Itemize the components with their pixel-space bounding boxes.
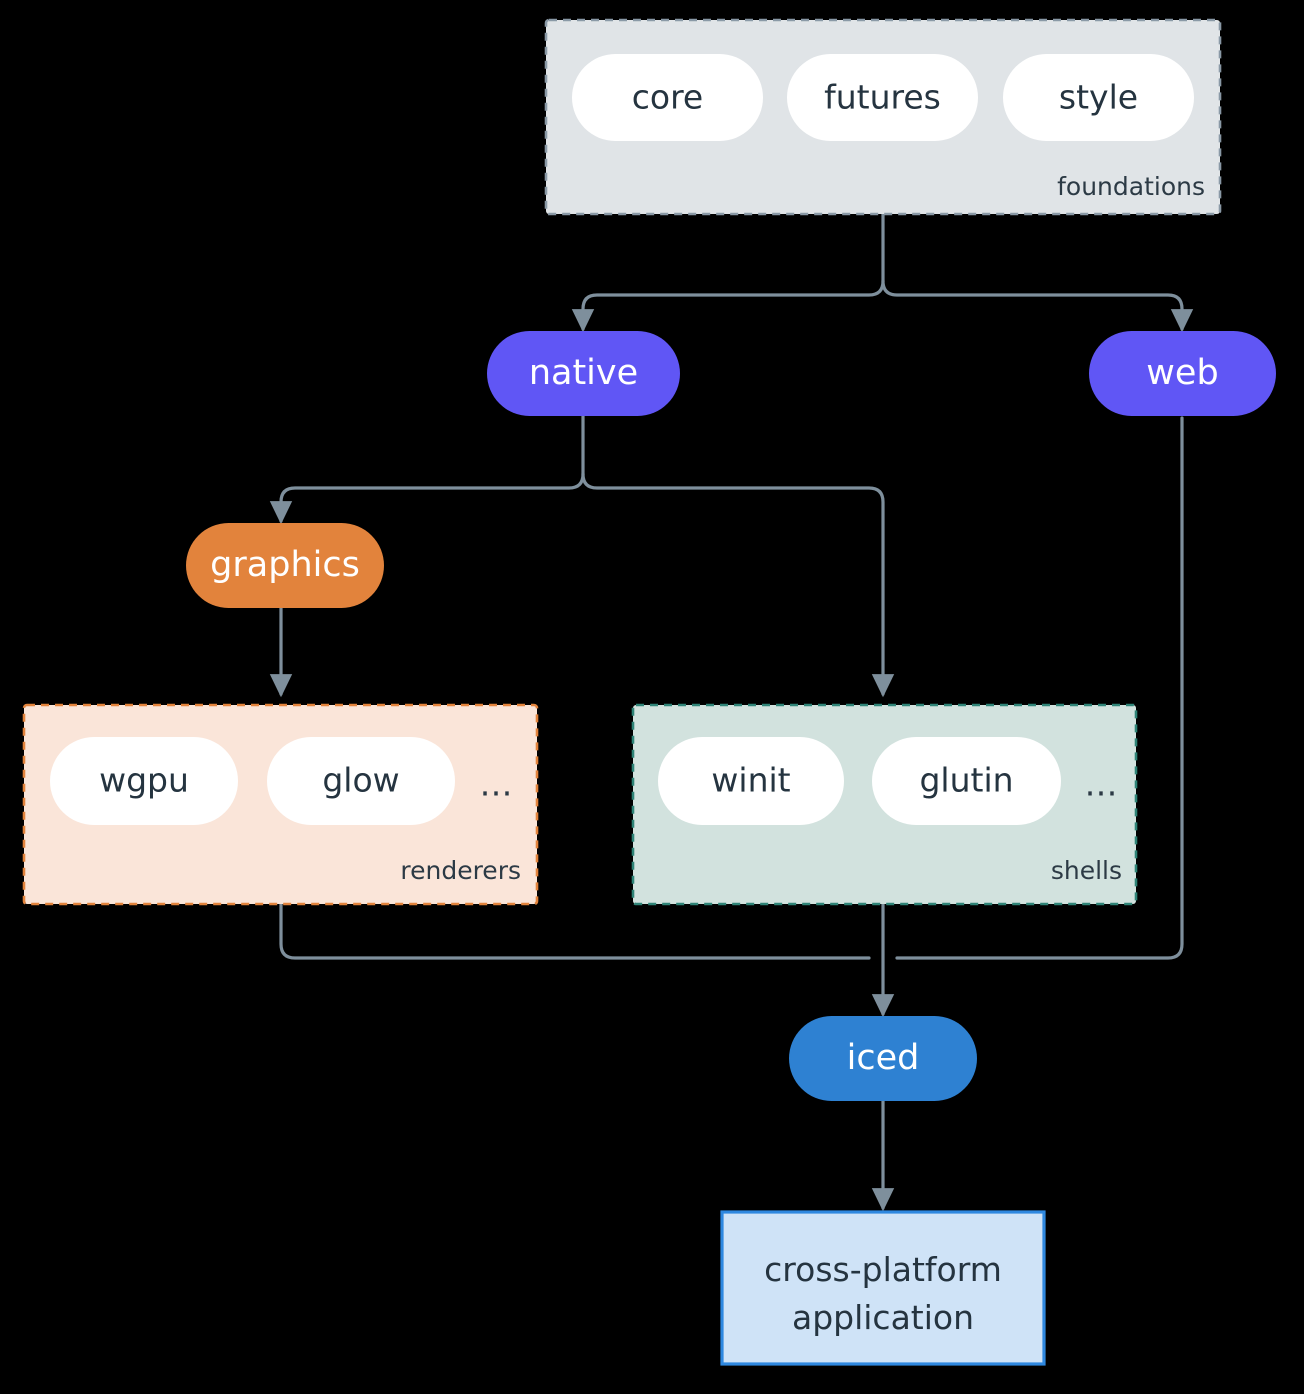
node-core-label: core xyxy=(632,78,703,117)
node-wgpu[interactable]: wgpu xyxy=(50,737,238,825)
node-winit[interactable]: winit xyxy=(658,737,844,825)
node-futures-shape[interactable] xyxy=(787,54,978,141)
node-style-label: style xyxy=(1059,78,1138,117)
node-glutin[interactable]: glutin xyxy=(872,737,1061,825)
node-graphics-label: graphics xyxy=(210,545,360,585)
cluster-shells-label: shells xyxy=(1051,856,1122,885)
node-cross-platform-application[interactable]: cross-platform application xyxy=(720,1210,1046,1366)
edge-foundations-web xyxy=(881,279,1194,333)
edge-native-shells xyxy=(581,472,895,698)
cluster-foundations: foundations core futures style xyxy=(544,18,1222,216)
node-style[interactable]: style xyxy=(1003,54,1194,141)
node-futures[interactable]: futures xyxy=(787,54,978,141)
edges-layer xyxy=(269,212,1194,1212)
node-app-label-line1: cross-platform xyxy=(764,1250,1002,1289)
node-wgpu-shape[interactable] xyxy=(50,737,238,825)
node-renderers-more-label: … xyxy=(480,765,513,804)
node-style-shape[interactable] xyxy=(1003,54,1194,141)
node-winit-shape[interactable] xyxy=(658,737,844,825)
node-web-label: web xyxy=(1146,353,1218,393)
node-iced[interactable]: iced xyxy=(789,1016,977,1101)
node-shells-more-label: … xyxy=(1085,765,1118,804)
edge-foundations-native xyxy=(571,279,885,333)
node-glutin-shape[interactable] xyxy=(872,737,1061,825)
node-core-shape[interactable] xyxy=(572,54,763,141)
node-wgpu-label: wgpu xyxy=(99,761,189,800)
node-web-shape[interactable] xyxy=(1089,331,1276,416)
edge-native-graphics xyxy=(269,472,585,525)
cluster-foundations-label: foundations xyxy=(1057,172,1205,201)
node-graphics[interactable]: graphics xyxy=(186,523,384,608)
node-iced-label: iced xyxy=(847,1038,920,1078)
node-app-label-line2: application xyxy=(792,1298,974,1337)
node-native-label: native xyxy=(529,353,638,393)
node-glow[interactable]: glow xyxy=(267,737,455,825)
cluster-renderers: renderers wgpu glow … xyxy=(22,703,539,906)
node-graphics-shape[interactable] xyxy=(186,523,384,608)
node-core[interactable]: core xyxy=(572,54,763,141)
edge-renderers-iced xyxy=(279,902,871,960)
node-glow-label: glow xyxy=(322,761,399,800)
cluster-renderers-label: renderers xyxy=(400,856,521,885)
node-futures-label: futures xyxy=(824,78,941,117)
node-app-shape[interactable] xyxy=(720,1210,1046,1366)
edge-web-iced xyxy=(895,416,1184,960)
node-glow-shape[interactable] xyxy=(267,737,455,825)
node-iced-shape[interactable] xyxy=(789,1016,977,1101)
node-native-shape[interactable] xyxy=(487,331,680,416)
cluster-shells: shells winit glutin … xyxy=(631,703,1138,906)
node-native[interactable]: native xyxy=(487,331,680,416)
node-winit-label: winit xyxy=(711,761,790,800)
node-glutin-label: glutin xyxy=(919,761,1013,800)
node-web[interactable]: web xyxy=(1089,331,1276,416)
